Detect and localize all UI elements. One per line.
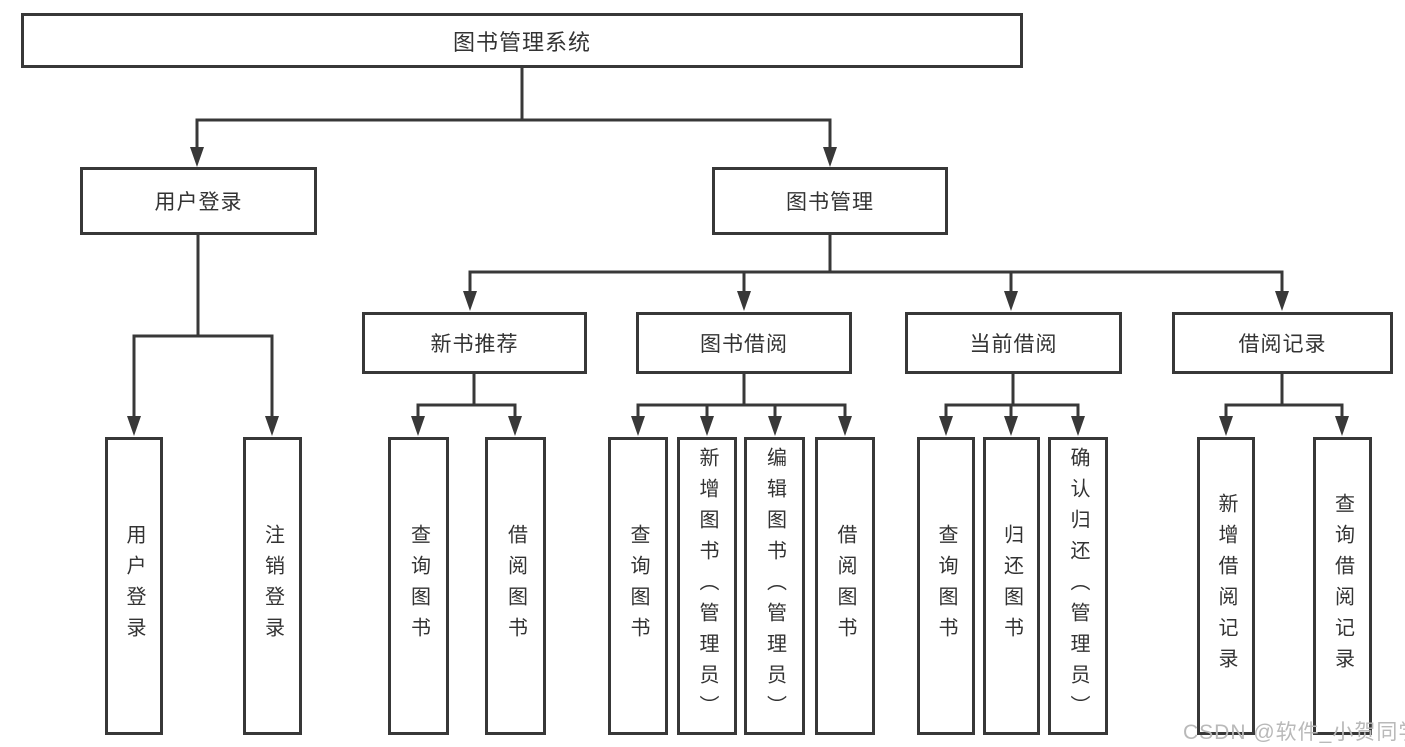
- node-current-borrowing: 当前借阅: [905, 312, 1122, 374]
- node-new-book-recommend: 新书推荐: [362, 312, 587, 374]
- node-borrowing-records: 借阅记录: [1172, 312, 1393, 374]
- leaf-borrow-books-recommend-label: 借阅图书: [504, 524, 527, 648]
- arrowheads: [127, 147, 1349, 436]
- leaf-query-books-borrowing: 查询图书: [608, 437, 668, 735]
- csdn-watermark: CSDN @软件_小贺同学: [1183, 721, 1405, 744]
- leaf-borrow-books-borrowing: 借阅图书: [815, 437, 875, 735]
- leaf-borrow-books-borrowing-label: 借阅图书: [834, 524, 856, 648]
- leaf-query-borrow-record-label: 查询借阅记录: [1331, 493, 1354, 679]
- leaf-query-books-recommend-label: 查询图书: [407, 524, 430, 648]
- leaf-query-books-current-label: 查询图书: [935, 524, 957, 648]
- leaf-borrow-books-recommend: 借阅图书: [485, 437, 546, 735]
- leaf-add-borrow-record: 新增借阅记录: [1197, 437, 1255, 735]
- leaf-edit-book-admin-label: 编辑图书（管理员）: [763, 446, 786, 726]
- node-borrowing-records-label: 借阅记录: [1238, 333, 1327, 356]
- node-book-borrowing: 图书借阅: [636, 312, 852, 374]
- leaf-add-borrow-record-label: 新增借阅记录: [1215, 493, 1237, 679]
- leaf-confirm-return-admin-label: 确认归还（管理员）: [1067, 446, 1089, 726]
- leaf-logout: 注销登录: [243, 437, 302, 735]
- leaf-query-books-recommend: 查询图书: [388, 437, 449, 735]
- node-book-borrowing-label: 图书借阅: [700, 333, 788, 356]
- node-new-book-recommend-label: 新书推荐: [430, 333, 519, 356]
- leaf-user-login: 用户登录: [105, 437, 163, 735]
- leaf-return-books: 归还图书: [983, 437, 1040, 735]
- leaf-confirm-return-admin: 确认归还（管理员）: [1048, 437, 1108, 735]
- node-book-management-label: 图书管理: [786, 191, 874, 214]
- leaf-add-book-admin: 新增图书（管理员）: [677, 437, 737, 735]
- leaf-edit-book-admin: 编辑图书（管理员）: [744, 437, 805, 735]
- leaf-logout-label: 注销登录: [261, 524, 284, 648]
- node-user-login: 用户登录: [80, 167, 317, 235]
- node-root-label: 图书管理系统: [452, 29, 591, 55]
- leaf-user-login-label: 用户登录: [123, 524, 145, 648]
- leaf-query-books-borrowing-label: 查询图书: [627, 524, 649, 648]
- node-root: 图书管理系统: [21, 13, 1023, 68]
- node-current-borrowing-label: 当前借阅: [969, 333, 1058, 356]
- node-user-login-label: 用户登录: [154, 191, 243, 214]
- leaf-query-books-current: 查询图书: [917, 437, 975, 735]
- leaf-return-books-label: 归还图书: [1000, 524, 1023, 648]
- leaf-query-borrow-record: 查询借阅记录: [1313, 437, 1372, 735]
- node-book-management: 图书管理: [712, 167, 948, 235]
- leaf-add-book-admin-label: 新增图书（管理员）: [696, 446, 718, 726]
